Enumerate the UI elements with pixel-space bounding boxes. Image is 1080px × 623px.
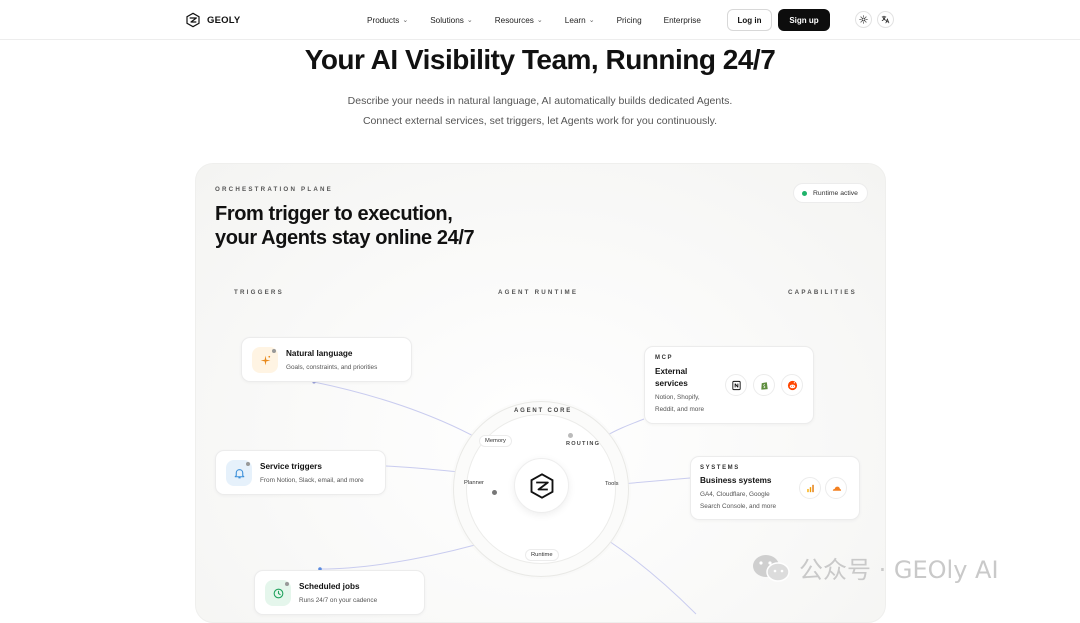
- nav-products-label: Products: [367, 15, 400, 25]
- card-description-line-1: GA4, Cloudflare, Google: [700, 491, 770, 498]
- card-description: Goals, constraints, and priorities: [286, 364, 378, 371]
- reddit-logo-icon: [781, 374, 803, 396]
- core-node-memory[interactable]: Memory: [479, 435, 512, 447]
- sparkle-icon: [252, 347, 278, 373]
- notion-logo-icon: [725, 374, 747, 396]
- clock-icon: [265, 580, 291, 606]
- core-node-planner[interactable]: Planner: [464, 480, 484, 486]
- trigger-card-scheduled-jobs[interactable]: Scheduled jobs Runs 24/7 on your cadence: [254, 570, 425, 615]
- signup-button[interactable]: Sign up: [778, 9, 830, 31]
- agent-core-center[interactable]: [514, 458, 569, 513]
- core-node-routing[interactable]: ROUTING: [566, 441, 601, 447]
- connector-business-systems: [620, 477, 691, 485]
- cloudflare-logo-icon: [825, 477, 847, 499]
- shopify-logo-icon: [753, 374, 775, 396]
- wechat-icon: [753, 554, 790, 582]
- card-title: Service triggers: [260, 462, 322, 471]
- card-description: From Notion, Slack, email, and more: [260, 477, 364, 484]
- column-capabilities-label: CAPABILITIES: [788, 289, 857, 296]
- trigger-card-service-triggers[interactable]: Service triggers From Notion, Slack, ema…: [215, 450, 386, 495]
- status-pip: [246, 462, 250, 466]
- nav-enterprise[interactable]: Enterprise: [664, 16, 701, 25]
- trigger-card-natural-language[interactable]: Natural language Goals, constraints, and…: [241, 337, 412, 382]
- watermark: 公众号 · GEOly AI: [751, 550, 999, 585]
- nav-pricing-label: Pricing: [616, 15, 642, 25]
- runtime-status-text: Runtime active: [813, 189, 858, 197]
- core-node-runtime[interactable]: Runtime: [525, 549, 559, 561]
- hero-title: Your AI Visibility Team, Running 24/7: [304, 44, 776, 75]
- card-description-line-2: Search Console, and more: [700, 503, 777, 510]
- theme-toggle-button[interactable]: [855, 11, 872, 28]
- ga4-logo-icon: [799, 477, 821, 499]
- planner-dot-icon: [492, 490, 497, 495]
- bell-icon: [226, 460, 252, 486]
- card-description: Runs 24/7 on your cadence: [299, 597, 378, 604]
- watermark-text: 公众号 · GEOly AI: [799, 556, 999, 584]
- hero-subtitle-line-1: Describe your needs in natural language,…: [347, 95, 733, 107]
- nav-resources-label: Resources: [494, 15, 534, 25]
- sun-icon: [859, 15, 868, 24]
- chevron-down-icon: ⌄: [402, 17, 409, 24]
- card-title-line-2: services: [655, 379, 688, 388]
- panel-title-line-1: From trigger to execution,: [215, 203, 453, 225]
- hero-subtitle-line-2: Connect external services, set triggers,…: [362, 115, 718, 127]
- chevron-down-icon: ⌄: [536, 17, 543, 24]
- connector-lower-right: [605, 538, 697, 615]
- card-title: Business systems: [700, 476, 772, 485]
- nav-solutions[interactable]: Solutions⌄: [430, 16, 473, 25]
- nav-products[interactable]: Products⌄: [367, 16, 408, 25]
- nav-learn-label: Learn: [564, 15, 586, 25]
- card-title: Natural language: [286, 349, 353, 358]
- capability-card-business-systems[interactable]: SYSTEMS Business systems GA4, Cloudflare…: [690, 456, 860, 520]
- geoly-logo-icon: [530, 472, 553, 499]
- status-pip: [285, 582, 289, 586]
- capability-card-external-services[interactable]: MCP External services Notion, Shopify, R…: [644, 346, 814, 424]
- core-node-tools[interactable]: Tools: [605, 481, 619, 487]
- language-button[interactable]: [877, 11, 894, 28]
- connector-node: [318, 567, 322, 571]
- language-icon: [881, 15, 890, 24]
- main-nav: Products⌄ Solutions⌄ Resources⌄ Learn⌄ P…: [367, 0, 701, 40]
- card-description-line-2: Reddit, and more: [655, 406, 705, 413]
- status-pip: [272, 349, 276, 353]
- column-triggers-label: TRIGGERS: [234, 289, 284, 296]
- chevron-down-icon: ⌄: [466, 17, 473, 24]
- card-eyebrow: MCP: [655, 355, 674, 361]
- runtime-status-badge: Runtime active: [793, 183, 868, 203]
- panel-title: From trigger to execution, your Agents s…: [215, 202, 475, 250]
- top-nav-bar: GEOLY Products⌄ Solutions⌄ Resources⌄ Le…: [0, 0, 1080, 40]
- card-description: Notion, Shopify, Reddit, and more: [655, 392, 704, 416]
- panel-title-line-2: your Agents stay online 24/7: [215, 227, 475, 249]
- nav-solutions-label: Solutions: [430, 15, 464, 25]
- login-button[interactable]: Log in: [727, 9, 772, 31]
- card-description-line-1: Notion, Shopify,: [655, 394, 700, 401]
- card-title-line-1: External: [655, 367, 688, 376]
- card-eyebrow: SYSTEMS: [700, 465, 740, 471]
- brand-logo[interactable]: GEOLY: [185, 12, 240, 28]
- card-title: External services: [655, 366, 688, 390]
- card-description: GA4, Cloudflare, Google Search Console, …: [700, 489, 776, 513]
- card-title: Scheduled jobs: [299, 582, 360, 591]
- panel-eyebrow: ORCHESTRATION PLANE: [215, 186, 333, 193]
- nav-learn[interactable]: Learn⌄: [565, 16, 595, 25]
- column-runtime-label: AGENT RUNTIME: [498, 289, 579, 296]
- nav-resources[interactable]: Resources⌄: [495, 16, 543, 25]
- chevron-down-icon: ⌄: [588, 17, 595, 24]
- status-dot-icon: [802, 190, 807, 196]
- nav-pricing[interactable]: Pricing: [617, 16, 642, 25]
- brand-name: GEOLY: [207, 14, 241, 26]
- routing-dot-icon: [568, 433, 573, 438]
- agent-core-label: AGENT CORE: [514, 408, 573, 414]
- orchestration-panel: ORCHESTRATION PLANE From trigger to exec…: [195, 163, 886, 623]
- geoly-logo-icon: [186, 12, 200, 28]
- nav-enterprise-label: Enterprise: [663, 15, 701, 25]
